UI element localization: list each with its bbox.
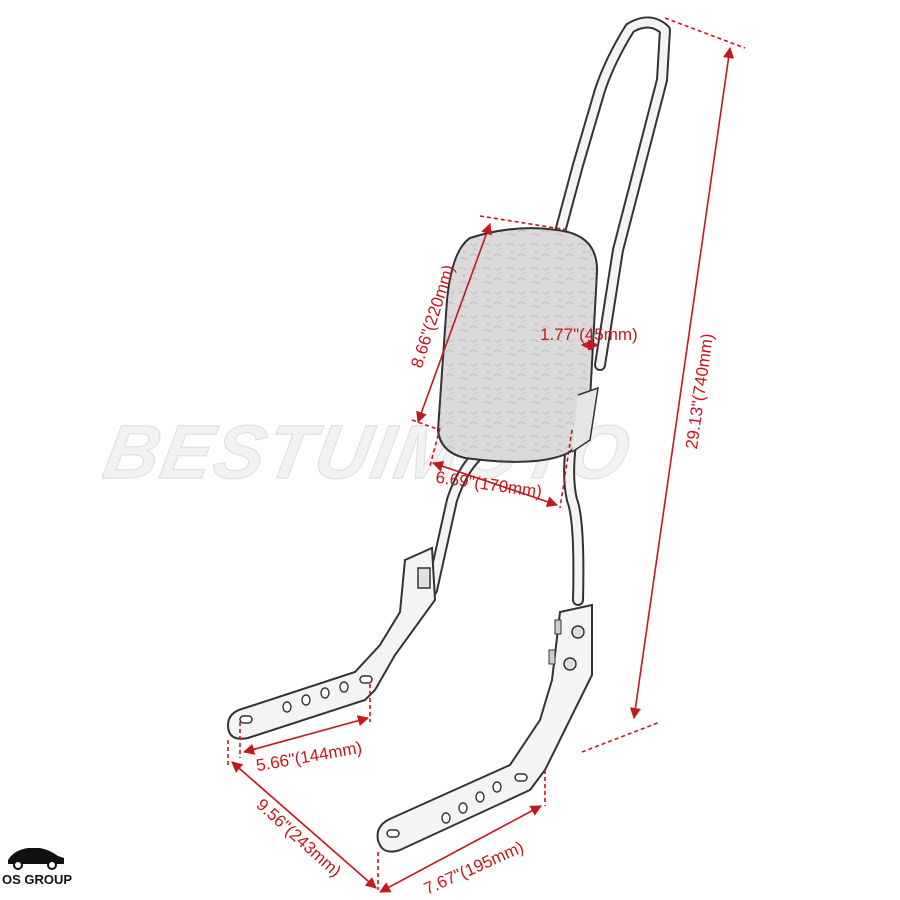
pad-thickness-label: 1.77"(45mm) <box>540 325 638 344</box>
logo-text: OS GROUP <box>2 872 72 887</box>
bolt-icon <box>571 625 585 639</box>
bracket-width-label: 9.56"(243mm) <box>253 795 345 881</box>
left-side-bracket <box>226 546 437 740</box>
right-side-bracket <box>376 603 593 853</box>
bolt-icon <box>563 657 577 671</box>
mount-slot <box>239 715 253 724</box>
bracket-length-label: 7.67"(195mm) <box>421 838 527 899</box>
bracket-hole-span-label: 5.66"(144mm) <box>255 738 364 775</box>
car-icon <box>8 848 64 870</box>
brand-logo: OS GROUP <box>2 848 72 887</box>
backrest-pad <box>436 227 599 463</box>
dimension-lines <box>227 17 746 893</box>
